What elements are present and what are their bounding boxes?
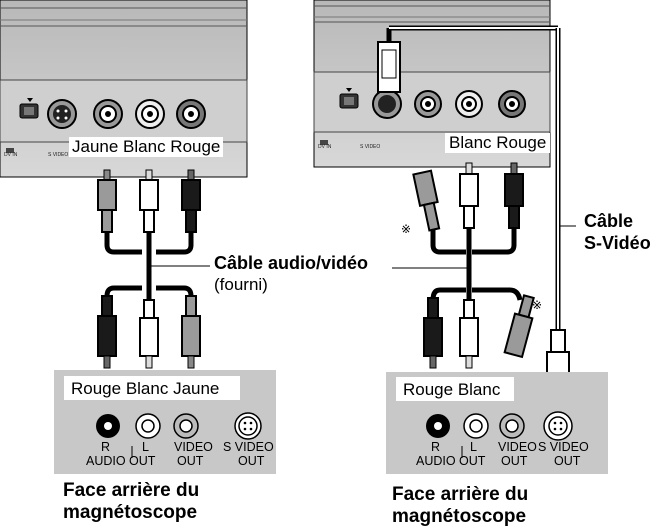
right-cable-name-line1: Câble bbox=[584, 211, 634, 231]
left-bottom-plug-yellow bbox=[181, 295, 201, 369]
right-top-plug-white bbox=[459, 162, 479, 229]
right-svideo-out-label: OUT bbox=[554, 454, 581, 468]
right-cable-name-line2: S-Vidéo bbox=[584, 233, 651, 253]
right-svideo-label: S VIDEO bbox=[538, 440, 589, 454]
left-recorder-audio-l-jack bbox=[135, 413, 161, 439]
left-audio-out-label: AUDIO OUT bbox=[86, 454, 156, 468]
left-jack-r-label: R bbox=[101, 440, 111, 454]
left-recorder-svideo-jack bbox=[234, 412, 262, 440]
left-player-audio-l-jack bbox=[135, 99, 165, 129]
right-av-cable bbox=[392, 162, 535, 369]
right-player-audio-r-jack bbox=[498, 90, 526, 118]
left-top-plug-white bbox=[139, 169, 159, 233]
right-recorder-svideo-jack bbox=[543, 411, 573, 441]
right-dv-in-port bbox=[339, 88, 359, 109]
right-player-color-labels: Blanc Rouge bbox=[445, 133, 551, 153]
left-player-audio-r-jack bbox=[176, 99, 206, 129]
right-bottom-plug-yellow bbox=[503, 294, 535, 359]
right-note-mark-1: ※ bbox=[401, 222, 412, 236]
left-av-cable bbox=[97, 169, 210, 369]
left-svideo-out-label: OUT bbox=[238, 454, 265, 468]
right-recorder-color-labels: Rouge Blanc bbox=[403, 380, 501, 399]
left-cable-name: Câble audio/vidéo bbox=[214, 253, 369, 273]
left-player-svideo-jack bbox=[47, 99, 77, 129]
left-player-color-labels: Jaune Blanc Rouge bbox=[69, 137, 224, 157]
right-recorder-audio-l-jack bbox=[463, 413, 489, 439]
left-recorder-audio-r-jack bbox=[96, 414, 120, 438]
right-recorder-audio-r-jack bbox=[426, 414, 450, 438]
left-top-plug-yellow bbox=[97, 169, 117, 233]
right-jack-l-label: L bbox=[470, 440, 477, 454]
left-cable-note: (fourni) bbox=[214, 275, 268, 294]
left-video-out-label: OUT bbox=[177, 454, 204, 468]
right-video-label: VIDEO bbox=[498, 440, 537, 454]
right-player-video-jack bbox=[414, 90, 442, 118]
left-jack-l-label: L bbox=[142, 440, 149, 454]
right-caption-line2: magnétoscope bbox=[392, 506, 527, 527]
right-jack-r-label: R bbox=[431, 440, 441, 454]
left-panel-svideo-label: S VIDEO bbox=[48, 152, 69, 158]
left-panel-dv-in-label: DV IN bbox=[4, 152, 18, 158]
left-recorder-panel bbox=[54, 370, 276, 474]
right-player-audio-l-jack bbox=[455, 90, 483, 118]
right-panel-dv-in-label: DV IN bbox=[318, 144, 332, 150]
right-note-mark-2: ※ bbox=[532, 298, 543, 312]
left-player-video-jack bbox=[93, 99, 123, 129]
right-top-plug-yellow bbox=[412, 169, 441, 232]
left-recorder-color-labels: Rouge Blanc Jaune bbox=[71, 379, 220, 398]
right-bottom-plug-red bbox=[423, 297, 443, 369]
left-video-label: VIDEO bbox=[174, 440, 213, 454]
right-player-svideo-jack bbox=[372, 89, 402, 119]
left-caption-line2: magnétoscope bbox=[63, 502, 198, 523]
right-panel-svideo-label: S VIDEO bbox=[360, 144, 381, 150]
right-video-out-label: OUT bbox=[501, 454, 528, 468]
left-bottom-plug-red bbox=[97, 295, 117, 369]
left-svideo-label: S VIDEO bbox=[223, 440, 274, 454]
right-recorder-video-jack bbox=[499, 413, 525, 439]
left-recorder-video-jack bbox=[173, 413, 199, 439]
right-top-plug-red bbox=[504, 162, 524, 229]
left-bottom-plug-white bbox=[139, 299, 159, 369]
left-dv-in-port bbox=[19, 98, 39, 119]
right-caption-line1: Face arrière du bbox=[392, 484, 529, 505]
left-caption-line1: Face arrière du bbox=[63, 480, 200, 501]
right-bottom-plug-white bbox=[459, 299, 479, 369]
right-recorder-panel bbox=[386, 372, 608, 474]
right-audio-out-label: AUDIO OUT bbox=[416, 454, 486, 468]
left-top-plug-red bbox=[181, 169, 201, 233]
